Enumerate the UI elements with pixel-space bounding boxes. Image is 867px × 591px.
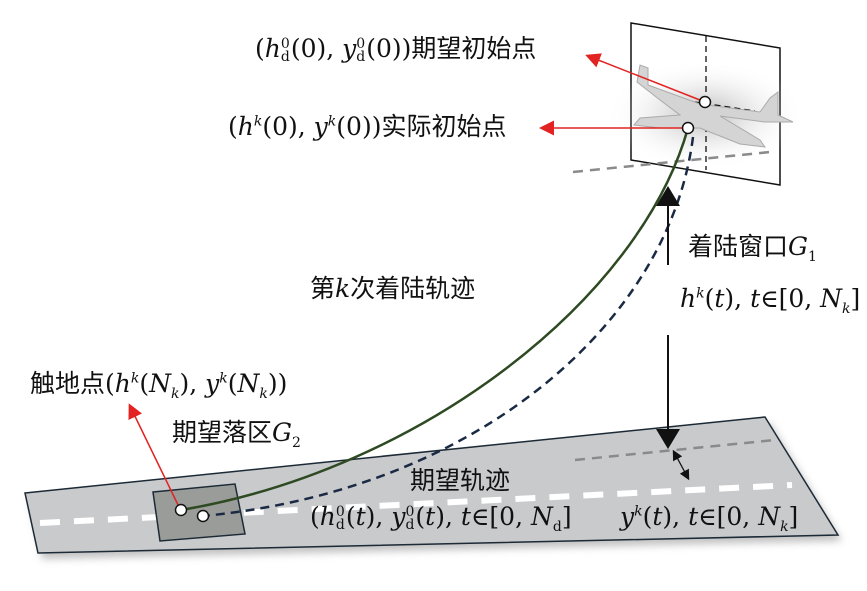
desired-zone-label: 期望落区G2 (172, 418, 301, 451)
window-height-label: hk(t), t∈[0, Nk] (680, 284, 861, 317)
actual-initial-point (681, 121, 695, 135)
lateral-deviation-arrow (672, 449, 690, 481)
pointer-desired-initial (585, 53, 706, 103)
touchdown-label: 触地点(hk(Nk), yk(Nk)) (30, 369, 288, 402)
actual-initial-label: (hk(0), yk(0))实际初始点 (228, 112, 507, 141)
desired-touchdown-point (196, 509, 210, 523)
desired-initial-point (698, 95, 712, 109)
pointer-touchdown (128, 403, 181, 510)
desired-trajectory (202, 136, 695, 518)
lateral-deviation-label: yk(t), t∈[0, Nk] (620, 502, 799, 535)
touchdown-point (174, 503, 188, 517)
runway-centerline (39, 482, 793, 526)
kth-trajectory-label: 第k次着陆轨迹 (310, 274, 476, 303)
landing-window-label: 着陆窗口G1 (688, 232, 817, 265)
desired-trajectory-title: 期望轨迹 (410, 466, 511, 495)
airplane-icon (633, 64, 794, 148)
